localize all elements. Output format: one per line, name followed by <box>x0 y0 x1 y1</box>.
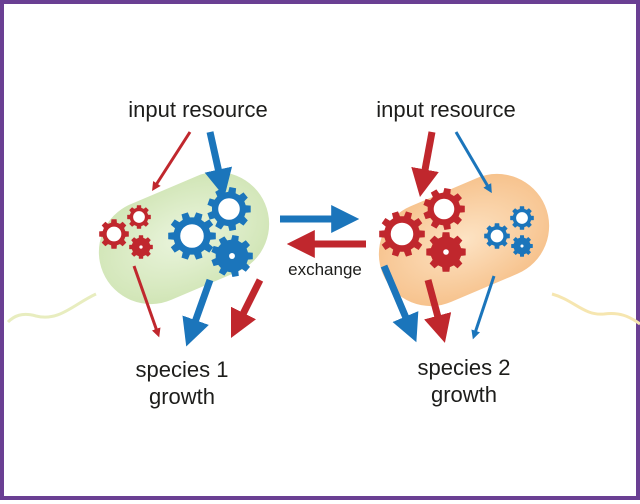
species2-growth-arrow-blue-thin <box>471 275 496 340</box>
species2-cell <box>378 173 550 307</box>
red-gear-icon <box>129 235 153 259</box>
blue-gear-icon <box>207 187 251 231</box>
red-gear-icon <box>127 205 151 229</box>
diagram-canvas <box>6 131 640 347</box>
species2-growth-label-line1: species 2 <box>417 355 511 380</box>
red-gear-icon <box>379 211 425 257</box>
species1-growth-label-line1: species 1 <box>135 357 229 382</box>
species2-input-arrow-blue <box>454 131 492 194</box>
species1-flagellum <box>6 292 97 324</box>
blue-gear-icon <box>484 223 510 249</box>
blue-gear-icon <box>211 235 253 277</box>
species2-input-arrow-red <box>411 131 439 198</box>
species1-input-label: input resource <box>128 97 268 122</box>
red-gear-icon <box>423 188 465 230</box>
blue-gear-icon <box>510 206 534 230</box>
species2-growth-label-line2: growth <box>430 382 498 407</box>
species2-input-label: input resource <box>376 97 516 122</box>
red-gear-icon <box>99 219 129 249</box>
species1-growth-label-line2: growth <box>148 384 216 409</box>
blue-gear-icon <box>168 212 216 260</box>
species1-input-arrow-blue <box>204 131 233 197</box>
species2-growth-arrow-blue <box>380 264 419 343</box>
species2-growth-arrow-red <box>424 279 452 343</box>
species1-input-arrow-red <box>152 131 192 192</box>
species1-growth-arrow-blue <box>182 278 214 347</box>
blue-gear-icon <box>511 235 533 257</box>
exchange-label: exchange <box>288 260 362 279</box>
species1-growth-arrow-red-thin <box>132 265 161 338</box>
species2-flagellum <box>551 292 640 326</box>
species1-growth-arrow-red-thick <box>230 278 264 339</box>
red-gear-icon <box>426 232 466 272</box>
